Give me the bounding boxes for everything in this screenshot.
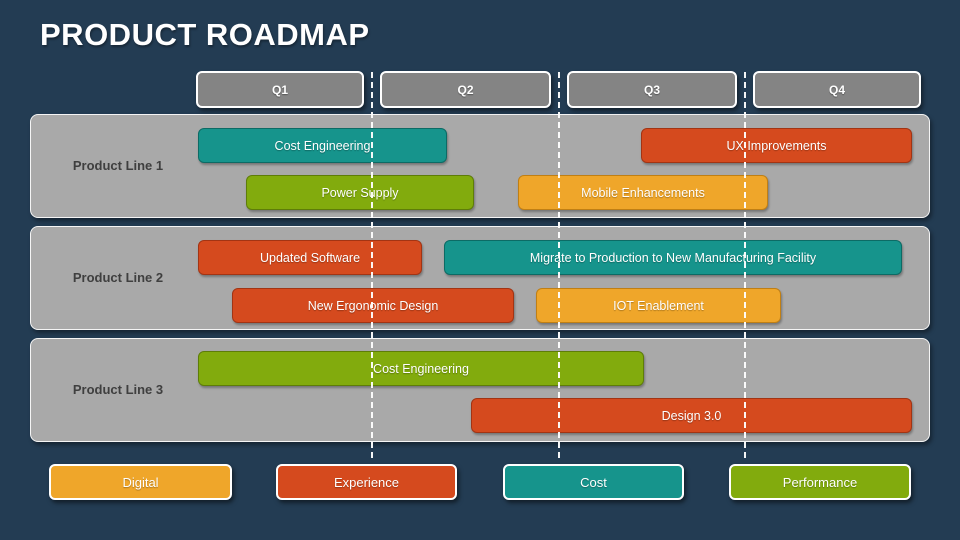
task-bar-ux-improvements: UX Improvements — [641, 128, 912, 163]
legend-item-digital: Digital — [49, 464, 232, 500]
task-bar-power-supply: Power Supply — [246, 175, 474, 210]
task-bar-updated-software: Updated Software — [198, 240, 422, 275]
quarter-header-q1: Q1 — [196, 71, 364, 108]
product-line-3-row: Product Line 3 Cost Engineering Design 3… — [30, 338, 930, 442]
task-bar-mobile-enhancements: Mobile Enhancements — [518, 175, 768, 210]
legend-item-cost: Cost — [503, 464, 684, 500]
product-line-2-label: Product Line 2 — [72, 269, 164, 285]
task-bar-new-ergonomic-design: New Ergonomic Design — [232, 288, 514, 323]
task-bar-iot-enablement: IOT Enablement — [536, 288, 781, 323]
quarter-divider-line — [744, 72, 746, 458]
page-title: PRODUCT ROADMAP — [40, 17, 370, 52]
quarter-divider-line — [371, 72, 373, 458]
quarter-label: Q4 — [828, 82, 845, 97]
task-bar-design-3-0: Design 3.0 — [471, 398, 912, 433]
task-bar-migrate-to-production: Migrate to Production to New Manufacturi… — [444, 240, 902, 275]
product-line-2-row: Product Line 2 Updated Software Migrate … — [30, 226, 930, 330]
quarter-header-q2: Q2 — [380, 71, 551, 108]
quarter-header-q4: Q4 — [753, 71, 921, 108]
quarter-label: Q3 — [643, 82, 660, 97]
legend-item-experience: Experience — [276, 464, 457, 500]
task-bar-cost-engineering: Cost Engineering — [198, 128, 447, 163]
product-line-1-label: Product Line 1 — [72, 157, 164, 173]
quarter-label: Q1 — [271, 82, 288, 97]
product-line-3-label: Product Line 3 — [72, 381, 164, 397]
task-bar-cost-engineering-3: Cost Engineering — [198, 351, 644, 386]
legend-item-performance: Performance — [729, 464, 911, 500]
quarter-label: Q2 — [457, 82, 474, 97]
product-line-1-row: Product Line 1 Cost Engineering UX Impro… — [30, 114, 930, 218]
quarter-divider-line — [558, 72, 560, 458]
quarter-header-q3: Q3 — [567, 71, 737, 108]
